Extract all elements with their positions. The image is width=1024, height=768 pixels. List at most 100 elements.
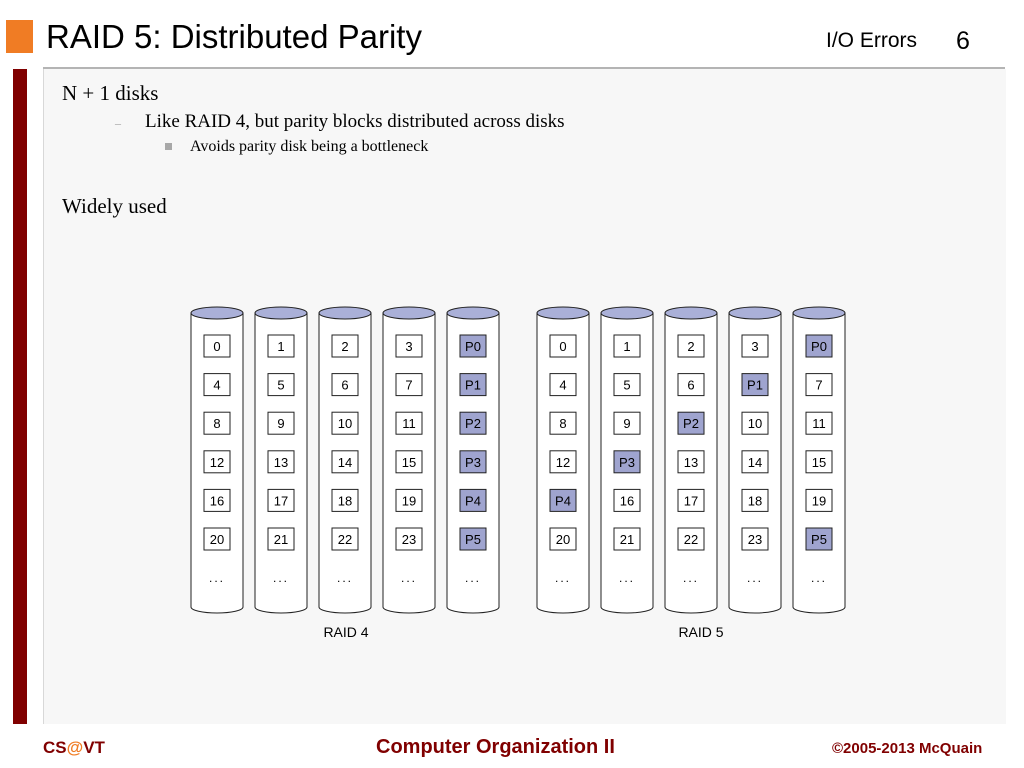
bullet-avoids-bottleneck: Avoids parity disk being a bottleneck (190, 138, 429, 155)
block-label: 15 (812, 455, 826, 470)
block-label: P1 (747, 378, 763, 393)
data-block (613, 373, 641, 397)
block-label: 5 (623, 378, 630, 393)
block-label: P4 (465, 493, 481, 508)
raid4-disk-2: 2610141822... (318, 306, 372, 614)
footer-cs: CS (43, 738, 67, 757)
block-label: 20 (210, 532, 224, 547)
block-label: 6 (687, 378, 694, 393)
data-block (331, 488, 359, 512)
block-label: P3 (619, 455, 635, 470)
block-label: 9 (277, 416, 284, 431)
disk-top (254, 306, 308, 320)
data-block (741, 450, 769, 474)
block-label: 8 (559, 416, 566, 431)
block-label: 17 (274, 493, 288, 508)
raid5-disk-4: P07111519P5... (792, 306, 846, 614)
block-label: 18 (748, 493, 762, 508)
block-label: 16 (620, 493, 634, 508)
data-block (331, 527, 359, 551)
bullet-n-plus-1-disks: N + 1 disks (62, 81, 159, 105)
block-label: 21 (620, 532, 634, 547)
disk-top (728, 306, 782, 320)
parity-block (741, 373, 769, 397)
block-label: P1 (465, 378, 481, 393)
disk-top (600, 306, 654, 320)
block-label: 1 (623, 339, 630, 354)
raid5-disk-3: 3P110141823... (728, 306, 782, 614)
block-label: 9 (623, 416, 630, 431)
footer-cs-vt: CS@VT (43, 738, 105, 758)
data-block (331, 411, 359, 435)
block-label: 21 (274, 532, 288, 547)
data-block (331, 450, 359, 474)
data-block (549, 411, 577, 435)
block-label: 5 (277, 378, 284, 393)
block-label: 11 (402, 416, 416, 431)
data-block (549, 527, 577, 551)
block-label: 11 (812, 416, 826, 431)
block-label: 15 (402, 455, 416, 470)
data-block (741, 488, 769, 512)
block-label: 19 (402, 493, 416, 508)
raid5-label: RAID 5 (678, 624, 723, 640)
raid4-disk-3: 3711151923... (382, 306, 436, 614)
block-label: 20 (556, 532, 570, 547)
data-block (613, 411, 641, 435)
raid4-disk-1: 159131721... (254, 306, 308, 614)
data-block (395, 488, 423, 512)
block-label: 22 (338, 532, 352, 547)
parity-block (677, 411, 705, 435)
data-block (741, 334, 769, 358)
bullet-widely-used: Widely used (62, 194, 167, 218)
data-block (805, 373, 833, 397)
data-block (395, 527, 423, 551)
ellipsis-label: ... (811, 571, 827, 585)
block-label: 3 (405, 339, 412, 354)
ellipsis-label: ... (683, 571, 699, 585)
raid4-label: RAID 4 (323, 624, 368, 640)
data-block (395, 334, 423, 358)
data-block (613, 334, 641, 358)
block-label: 3 (751, 339, 758, 354)
data-block (267, 488, 295, 512)
data-block (267, 411, 295, 435)
ellipsis-label: ... (209, 571, 225, 585)
parity-block (459, 373, 487, 397)
footer-copyright: ©2005-2013 McQuain (832, 740, 983, 757)
ellipsis-label: ... (555, 571, 571, 585)
disk-top (536, 306, 590, 320)
data-block (805, 450, 833, 474)
data-block (677, 373, 705, 397)
data-block (267, 450, 295, 474)
block-label: 16 (210, 493, 224, 508)
disk-top (318, 306, 372, 320)
data-block (395, 373, 423, 397)
data-block (677, 488, 705, 512)
data-block (613, 527, 641, 551)
data-block (267, 527, 295, 551)
data-block (741, 411, 769, 435)
data-block (267, 373, 295, 397)
footer-course-title: Computer Organization II (376, 736, 615, 758)
block-label: 18 (338, 493, 352, 508)
data-block (549, 450, 577, 474)
disk-top (446, 306, 500, 320)
block-label: 10 (748, 416, 762, 431)
left-accent-bar (13, 69, 27, 724)
block-label: 2 (341, 339, 348, 354)
block-label: 14 (338, 455, 352, 470)
page-number: 6 (956, 27, 970, 55)
title-divider (43, 67, 1005, 69)
title-accent-square (6, 20, 33, 53)
block-label: 2 (687, 339, 694, 354)
block-label: 12 (556, 455, 570, 470)
data-block (331, 373, 359, 397)
data-block (805, 411, 833, 435)
parity-block (805, 527, 833, 551)
data-block (203, 450, 231, 474)
block-label: 7 (405, 378, 412, 393)
parity-block (613, 450, 641, 474)
data-block (613, 488, 641, 512)
footer-vt: VT (83, 738, 105, 757)
